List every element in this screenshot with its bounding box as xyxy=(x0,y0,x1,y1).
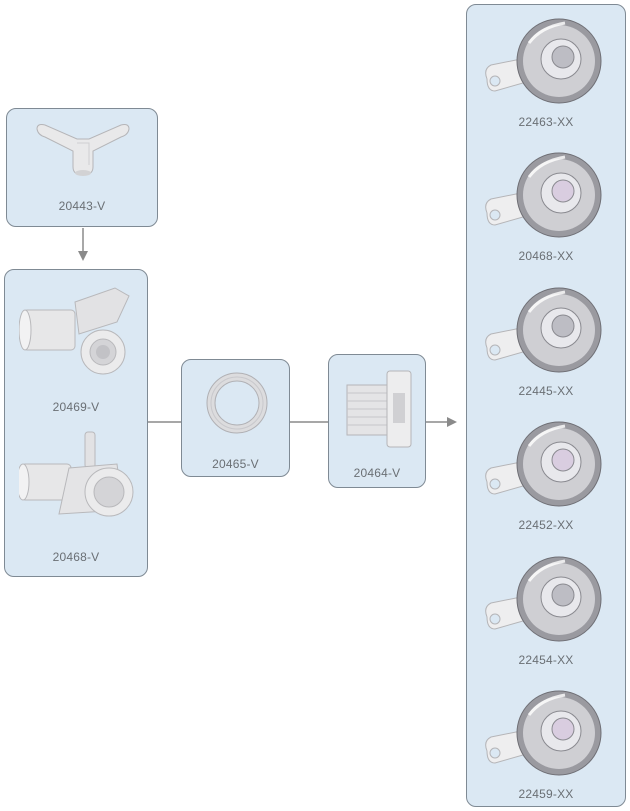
wall-fitting-box: 20464-V xyxy=(328,354,426,488)
jet-insert-icon xyxy=(485,287,602,373)
jet-insert-icon xyxy=(485,421,602,507)
part-code-label: 20464-V xyxy=(353,466,401,480)
part-code-label: 22459-XX xyxy=(518,787,574,801)
part-code-label: 20443-V xyxy=(58,199,106,213)
part-code-label: 20465-V xyxy=(212,457,259,471)
jet-bodies-box: 20469-V 20468-V xyxy=(4,269,148,577)
part-code-label: 20468-V xyxy=(52,550,100,564)
part-code-label: 20468-XX xyxy=(518,249,574,264)
jet-inserts-box: 22463-XX 20468-XX 22445-XX 22452-XX 22454-XX… xyxy=(466,4,626,807)
y-tee-fitting-icon xyxy=(36,124,130,176)
part-code-label: 22452-XX xyxy=(518,518,574,533)
jet-insert-icon xyxy=(485,152,602,238)
part-code-label: 20469-V xyxy=(52,400,100,414)
jet-insert-icon xyxy=(485,556,602,642)
tee-fitting-box: 20443-V xyxy=(6,108,158,227)
jet-insert-icon xyxy=(485,18,602,104)
gasket-ring-icon xyxy=(206,372,268,434)
part-code-label: 22454-XX xyxy=(518,652,574,667)
jet-body-icon xyxy=(19,431,134,517)
jet-insert-icon xyxy=(485,690,602,776)
gasket-box: 20465-V xyxy=(181,359,290,477)
wall-fitting-icon xyxy=(346,370,412,448)
part-code-label: 22445-XX xyxy=(518,383,574,398)
part-code-label: 22463-XX xyxy=(518,115,574,129)
jet-body-icon xyxy=(19,287,130,375)
